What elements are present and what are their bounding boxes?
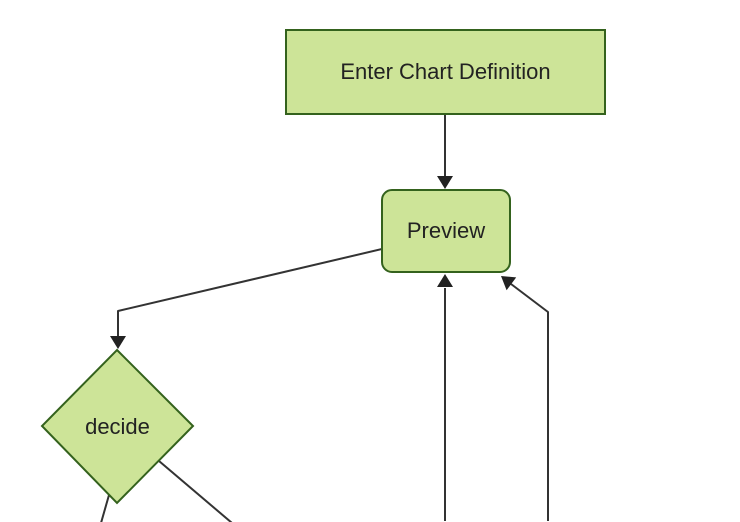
edge-preview-to-decide — [117, 248, 383, 337]
node-decide-shape — [40, 348, 195, 505]
edge-decide-to-offscreen-left — [100, 494, 110, 522]
node-preview-shape — [381, 189, 511, 273]
edge-decide-to-offscreen-right — [158, 460, 233, 522]
arrowhead-into-preview-bottom-icon — [437, 274, 453, 287]
arrowhead-into-decide-top-icon — [110, 336, 126, 349]
edge-offscreen-to-preview-corner — [510, 283, 549, 521]
arrowhead-into-preview-corner-icon — [501, 276, 517, 291]
arrowhead-into-preview-top-icon — [437, 176, 453, 189]
node-enter-chart-definition-shape — [285, 29, 606, 115]
